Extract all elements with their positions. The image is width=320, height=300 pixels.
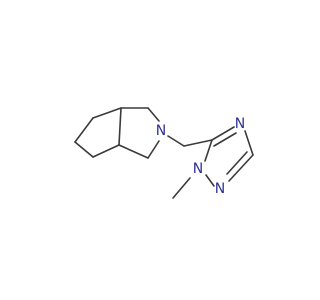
molecule-canvas: N N N N [74,107,254,199]
bond-n4-c3 [244,130,254,156]
bond-c5-c4 [74,141,94,158]
bond-c3-n2-double [226,151,248,175]
bond-c1-c5 [74,117,94,143]
atom-label-n2-triazole: N [215,181,225,197]
atom-label-n4-triazole: N [235,116,245,132]
cyclopentane-ring [74,107,122,158]
bond-c4-c3 [92,144,120,158]
methylene-linker [167,135,213,147]
pyrrolidine-ring [118,107,160,159]
methyl-group [172,177,191,199]
bond-ch2-c5 [183,139,213,147]
bond-c3-n2 [228,154,254,182]
structure-diagram: N N N N [74,107,254,199]
bond-n1-methyl [172,177,191,199]
triazole-ring [204,126,254,187]
bond-n1-c5 [204,139,213,162]
bond-ch2-bottom-n [147,140,160,159]
bond-ch2-top-n [147,107,160,122]
bond-n-ch2 [167,135,185,147]
bond-c2-c3 [118,107,122,146]
atom-label-n1-triazole: N [193,161,203,177]
bond-n2-n1 [205,174,215,187]
atom-label-n-pyrrolidine: N [156,123,166,139]
bond-c5-n4-double [213,132,237,147]
bond-c3-ch2-bottom [118,144,149,159]
bond-c5-n4 [211,126,235,141]
bond-c1-c2 [92,107,122,119]
